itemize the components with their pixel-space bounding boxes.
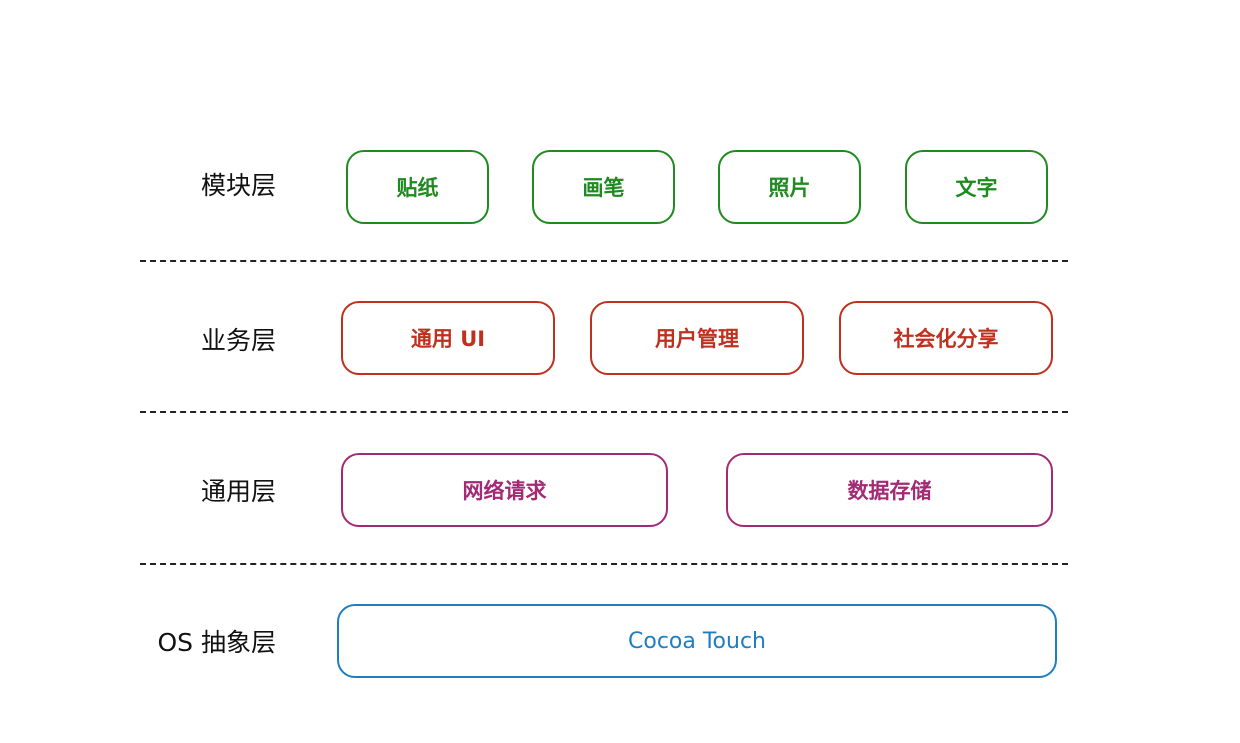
business-box-social-share: 社会化分享 <box>839 301 1053 375</box>
common-box-network: 网络请求 <box>341 453 668 527</box>
module-box-label: 画笔 <box>582 176 625 200</box>
module-box-label: 照片 <box>768 176 811 200</box>
os-box-cocoa-touch: Cocoa Touch <box>337 604 1057 678</box>
layer-label-common: 通用层 <box>200 477 276 506</box>
common-box-storage: 数据存储 <box>726 453 1053 527</box>
layer-label-business: 业务层 <box>200 326 276 355</box>
layer-label-os: OS 抽象层 <box>157 628 277 657</box>
common-box-label: 网络请求 <box>462 479 547 503</box>
module-box-text: 文字 <box>905 150 1048 224</box>
business-box-label: 用户管理 <box>655 327 739 351</box>
module-box-label: 文字 <box>955 176 998 200</box>
module-box-label: 贴纸 <box>396 176 439 200</box>
layer-separator <box>140 260 1068 262</box>
business-box-common-ui: 通用 UI <box>341 301 555 375</box>
layer-separator <box>140 411 1068 413</box>
module-box-photo: 照片 <box>718 150 861 224</box>
business-box-label: 社会化分享 <box>893 327 999 351</box>
module-box-brush: 画笔 <box>532 150 675 224</box>
os-box-label: Cocoa Touch <box>628 628 766 654</box>
layer-label-module: 模块层 <box>200 171 276 200</box>
business-box-label: 通用 UI <box>410 327 486 351</box>
business-box-user-management: 用户管理 <box>590 301 804 375</box>
layer-separator <box>140 563 1068 565</box>
common-box-label: 数据存储 <box>847 479 932 503</box>
module-box-sticker: 贴纸 <box>346 150 489 224</box>
